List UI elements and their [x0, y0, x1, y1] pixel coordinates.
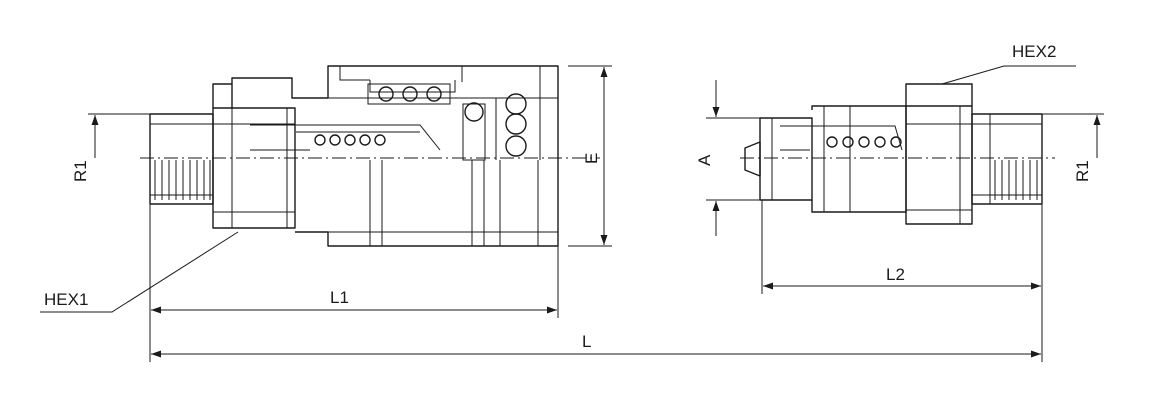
dimension-l1 — [149, 204, 559, 362]
dimension-r1-right — [1042, 113, 1104, 158]
leader-hex2 — [941, 65, 1076, 85]
label-l: L — [582, 332, 591, 351]
leader-hex1 — [40, 231, 239, 313]
dimension-a — [706, 80, 760, 236]
male-body — [780, 105, 907, 213]
label-r1-right: R1 — [1073, 160, 1092, 182]
male-threaded-end — [971, 113, 1043, 205]
label-hex2: HEX2 — [1012, 42, 1056, 61]
male-nose — [744, 117, 813, 201]
locking-balls-top — [367, 83, 451, 105]
male-hex-nut — [905, 83, 973, 225]
dimension-r1-left — [88, 113, 150, 158]
label-e: E — [582, 153, 601, 164]
label-a: A — [695, 154, 714, 166]
female-hex-nut — [212, 83, 296, 229]
female-spring — [250, 124, 441, 151]
label-r1-left: R1 — [71, 160, 90, 182]
locking-balls-main — [462, 93, 527, 161]
female-coupler — [149, 65, 559, 247]
label-l2: L2 — [886, 265, 905, 284]
dimension-e — [568, 65, 612, 247]
female-threaded-end — [149, 113, 214, 205]
label-l1: L1 — [330, 288, 349, 307]
female-body — [231, 65, 559, 247]
male-plug — [744, 83, 1043, 225]
label-hex1: HEX1 — [44, 290, 88, 309]
dimension-l2 — [761, 200, 1043, 362]
